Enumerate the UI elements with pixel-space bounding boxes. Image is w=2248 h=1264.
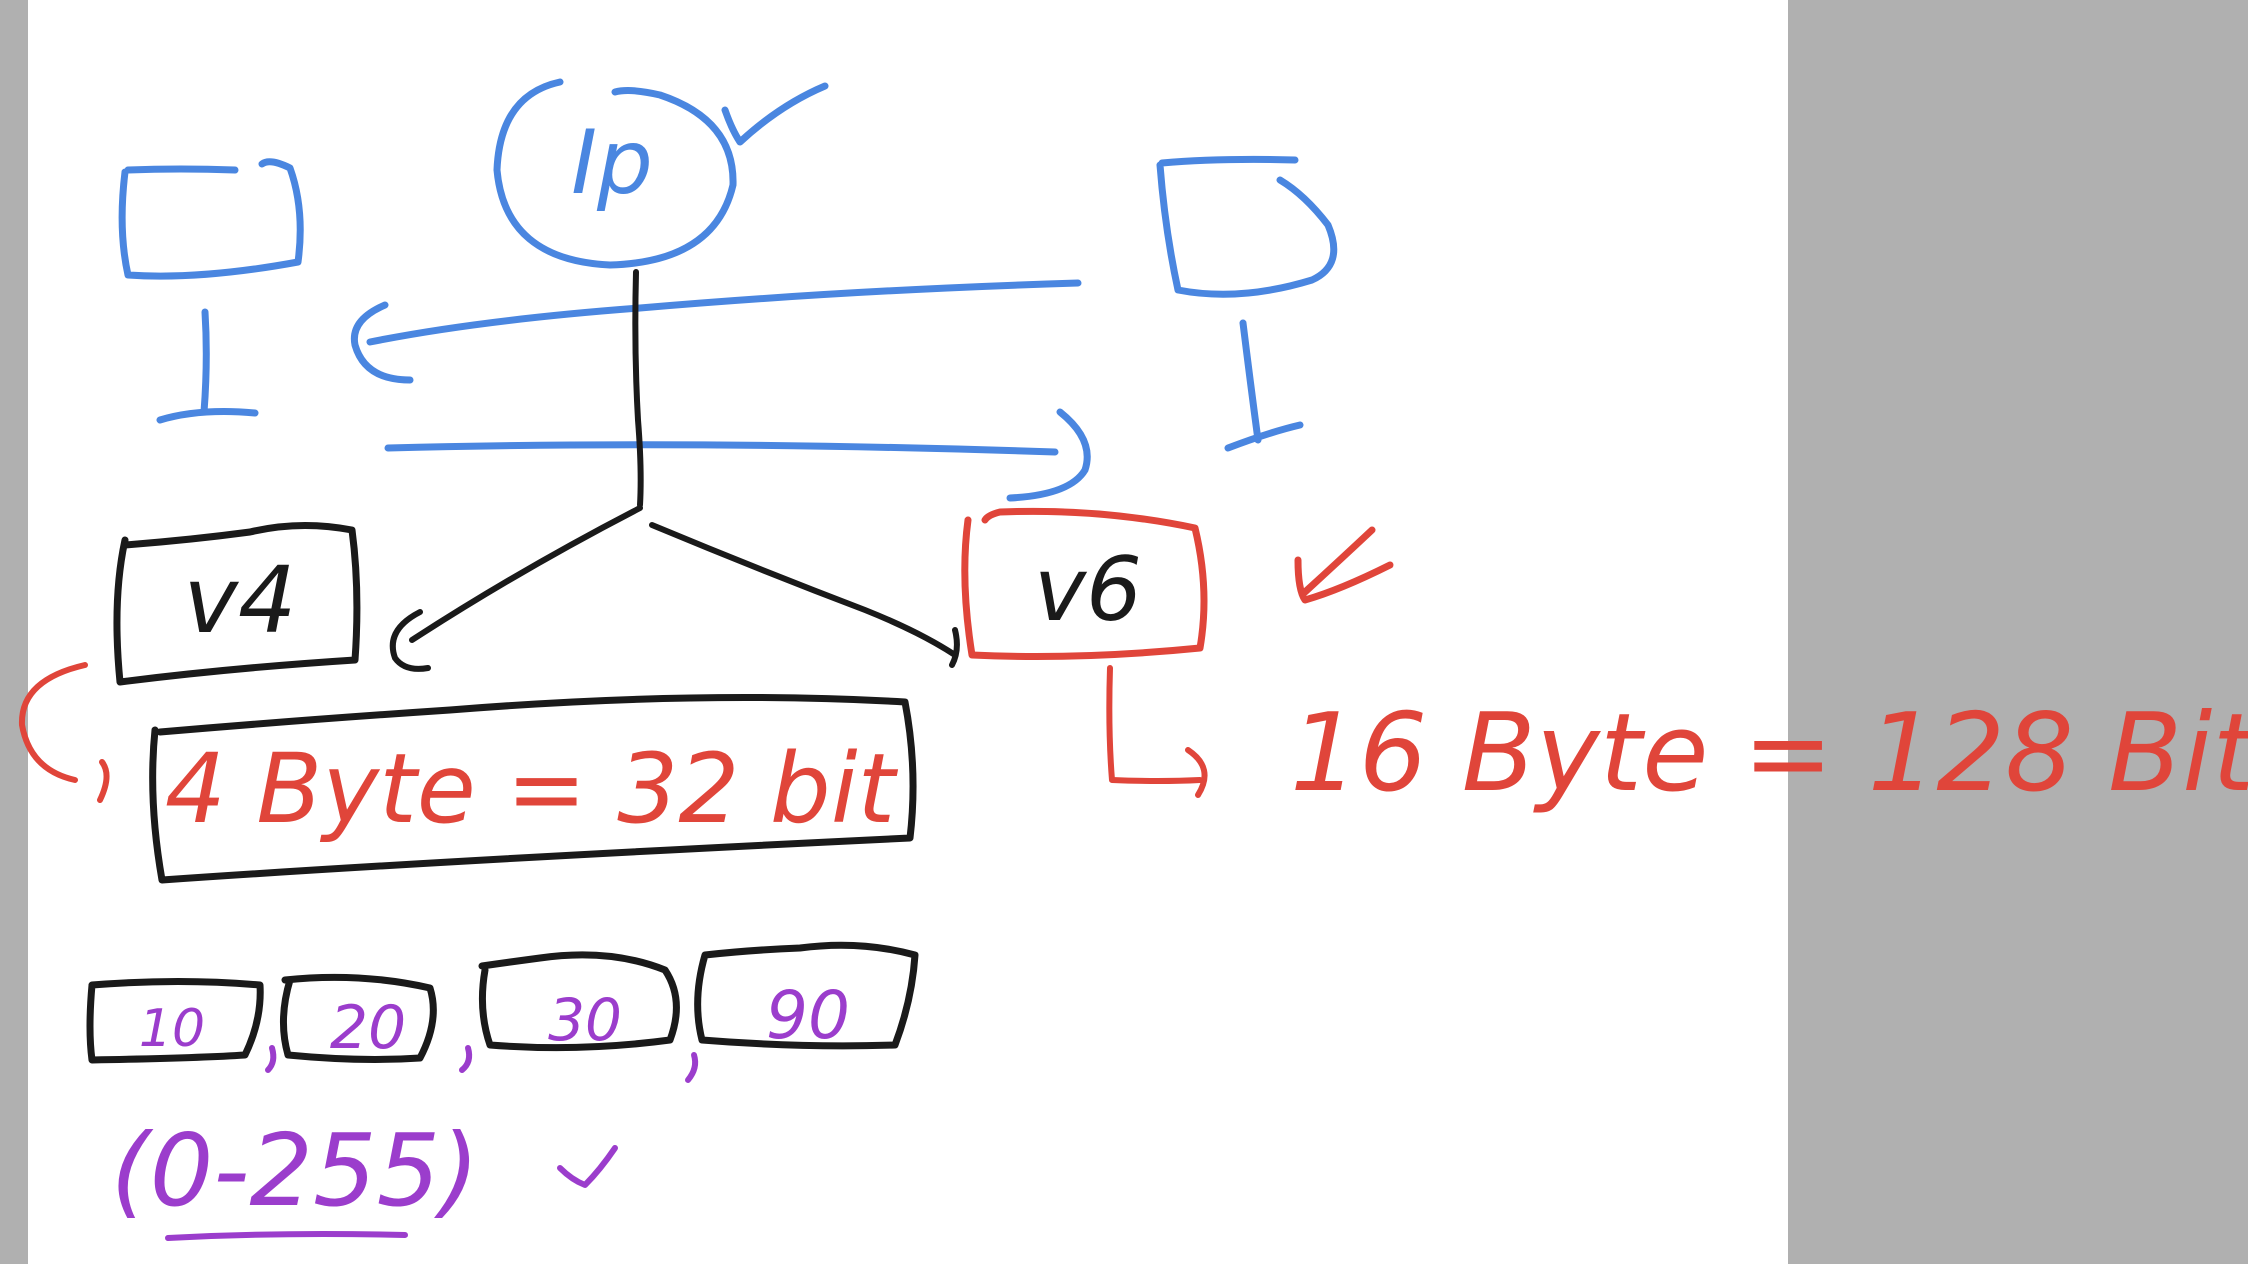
ip-bubble: Ip: [493, 78, 829, 269]
right-margin-panel: [1788, 0, 2248, 1264]
ip-label: Ip: [571, 111, 653, 214]
check-mark-icon: [557, 1145, 618, 1188]
range-underline: [165, 1231, 408, 1241]
left-margin: [0, 0, 28, 1264]
octet-value-3: 30: [548, 986, 622, 1054]
ipv6-label: v6: [1034, 538, 1142, 641]
octet-box-2: [279, 973, 437, 1063]
octet-range-label: (0-255): [111, 1112, 480, 1229]
ipv6-size-note: 16 Byte = 128 Bits: [1106, 665, 2248, 816]
octet-box-3: [478, 951, 680, 1052]
octet-range-note: (0-255): [111, 1112, 618, 1241]
arrow-left-icon: [350, 301, 414, 384]
ipv4-size-note: 4 Byte = 32 bit: [18, 662, 917, 884]
left-device-icon: [118, 158, 304, 424]
ipv6-box: v6: [961, 507, 1394, 660]
traffic-arrows: [350, 279, 1091, 502]
octet-value-4: 90: [766, 977, 850, 1054]
arrow-right-icon: [1006, 408, 1091, 502]
octet-box-1: [86, 978, 264, 1064]
octet-value-1: 10: [139, 999, 205, 1059]
ipv4-label: v4: [184, 547, 297, 654]
ipv4-size-box: [149, 694, 917, 884]
octet-value-2: 20: [330, 993, 406, 1063]
ipv4-size-label: 4 Byte = 32 bit: [165, 733, 899, 845]
check-mark-icon: [1294, 526, 1394, 604]
right-device-icon: [1156, 155, 1338, 452]
octet-box-4: [694, 941, 919, 1050]
octet-boxes: 10 20 30 90: [86, 941, 919, 1083]
check-mark-icon: [721, 82, 829, 146]
version-tree: [389, 269, 960, 672]
ipv4-box: v4: [113, 521, 361, 686]
ipv6-size-label: 16 Byte = 128 Bits: [1290, 691, 2248, 816]
